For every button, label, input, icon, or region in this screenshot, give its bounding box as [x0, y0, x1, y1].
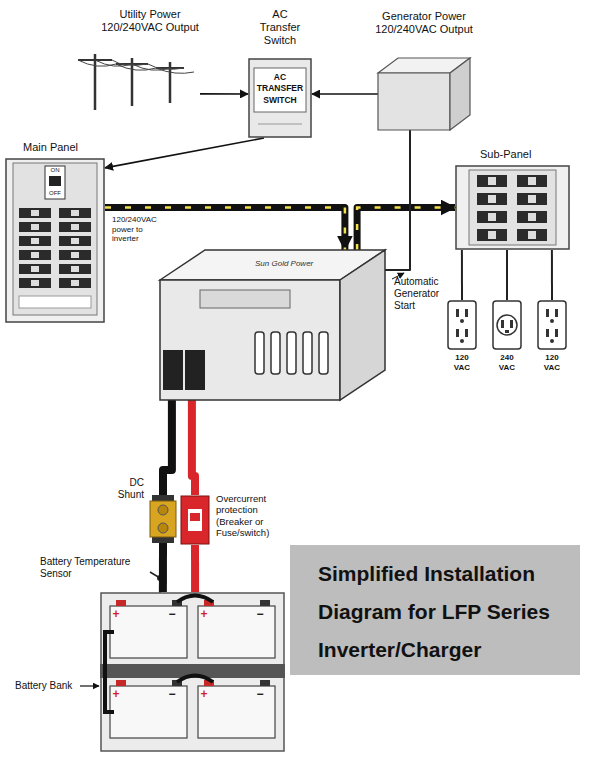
panel-heading: Main Panel: [23, 141, 103, 154]
outlet-120: 120 VAC: [447, 300, 477, 350]
box-label: AC TRANSFER SWITCH: [254, 72, 306, 106]
connector-line: [105, 138, 264, 168]
terminal-sign: −: [167, 687, 177, 701]
part-label: Overcurrent protection (Breaker or Fuse/…: [216, 493, 280, 539]
title-box: Simplified Installation Diagram for LFP …: [290, 545, 580, 675]
positive-cable: [192, 400, 195, 495]
transfer-switch-box: AC Transfer SwitchAC TRANSFER SWITCH: [248, 58, 312, 138]
power-cable: [357, 208, 455, 251]
source-label: Utility Power 120/240VAC Output: [95, 8, 205, 34]
terminal-sign: −: [167, 607, 177, 621]
terminal-sign: +: [199, 687, 209, 701]
part-label: Battery Bank: [15, 680, 90, 692]
flow-marks: [105, 208, 345, 251]
utility-pole: Utility Power 120/240VAC Output: [70, 48, 200, 110]
terminal-sign: +: [199, 607, 209, 621]
main-panel: Main Panel: [5, 158, 105, 323]
inverter-charger-graphic: [160, 250, 385, 400]
connector-line: [551, 250, 552, 300]
terminal-sign: +: [111, 607, 121, 621]
generator-box: Generator Power 120/240VAC Output: [378, 58, 470, 130]
terminal-sign: −: [255, 687, 265, 701]
terminal-sign: +: [111, 687, 121, 701]
box-heading: AC Transfer Switch: [255, 8, 305, 48]
outlet-120-graphic: [447, 300, 477, 350]
connector-path: [461, 250, 463, 300]
flow-marks: [357, 208, 455, 251]
utility-pole-graphic: [70, 48, 200, 110]
part-label: DC Shunt: [106, 477, 144, 501]
outlet-120: 120 VAC: [537, 300, 567, 350]
connector-path: [163, 400, 172, 495]
voltage-label: 120 VAC: [537, 353, 567, 372]
overcurrent-breaker: Overcurrent protection (Breaker or Fuse/…: [180, 495, 210, 545]
generator-box-graphic: [378, 58, 470, 130]
leader-line: [80, 685, 99, 686]
positive-cable: [195, 545, 196, 592]
connector-line: [385, 130, 410, 270]
outlet-240: 240 VAC: [492, 300, 522, 350]
connector-path: [105, 138, 264, 168]
sub-panel-graphic: [455, 165, 570, 250]
overcurrent-breaker-graphic: [180, 495, 210, 545]
switch-state: OFF: [45, 190, 65, 197]
brand-label: Sun Gold Power: [255, 259, 335, 269]
connector-line: [312, 94, 378, 95]
connector-path: [385, 130, 410, 270]
diagram-title: Simplified Installation Diagram for LFP …: [318, 555, 573, 669]
edge-label: Automatic Generator Start: [394, 276, 454, 312]
outlet-240-graphic: [492, 300, 522, 350]
power-cable: [163, 400, 172, 495]
connector-path: [357, 208, 455, 251]
connector-path: [105, 208, 345, 251]
edge-label: 120/240VAC power to inverter: [112, 215, 167, 244]
connector-line: [461, 250, 462, 300]
dc-shunt: DC Shunt: [148, 495, 178, 543]
connector-path: [551, 250, 553, 300]
sub-panel: Sub-Panel: [455, 165, 570, 250]
inverter-charger: Sun Gold Power: [160, 250, 385, 400]
outlet-120-graphic: [537, 300, 567, 350]
connector-path: [200, 93, 248, 95]
voltage-label: 120 VAC: [447, 353, 477, 372]
connector-path: [506, 250, 508, 300]
sensor-label: Battery Temperature Sensor: [40, 556, 150, 580]
connector-path: [192, 400, 195, 495]
main-panel-graphic: [5, 158, 105, 323]
dc-shunt-graphic: [148, 495, 178, 543]
connector-path: [191, 545, 199, 592]
voltage-label: 240 VAC: [492, 353, 522, 372]
power-cable: [162, 543, 163, 592]
connector-path: [159, 543, 167, 592]
connector-line: [507, 250, 508, 300]
panel-heading: Sub-Panel: [480, 148, 560, 161]
terminal-sign: −: [255, 607, 265, 621]
switch-state: ON: [45, 167, 65, 174]
source-label: Generator Power 120/240VAC Output: [368, 10, 480, 36]
power-cable: [105, 208, 345, 251]
connector-line: [200, 93, 248, 94]
connector-path: [312, 93, 378, 95]
